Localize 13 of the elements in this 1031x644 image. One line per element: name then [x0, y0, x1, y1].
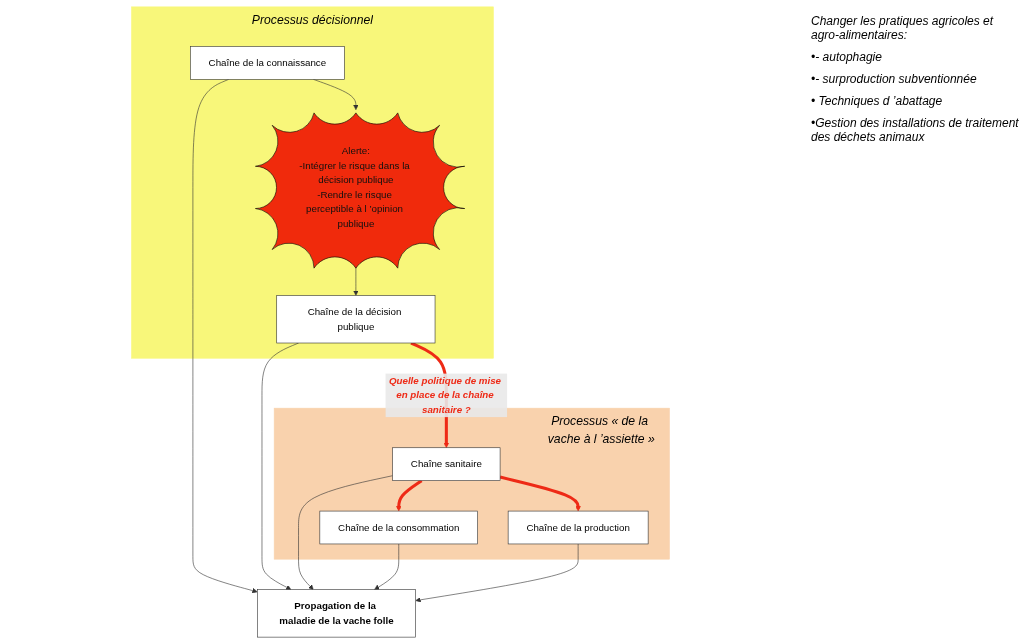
node-box: Chaîne de la décision publique: [276, 295, 436, 344]
arrow: [499, 475, 581, 512]
note-text: •Gestion des installations de traitement des déchets animaux: [811, 116, 1020, 144]
arrow: [396, 479, 423, 512]
node-box: Chaîne de la production: [507, 510, 649, 545]
note-text: •- autophagie: [811, 50, 883, 64]
node-box: Chaîne sanitaire: [392, 447, 501, 481]
note-text: •- surproduction subventionnée: [811, 72, 978, 86]
node-box: Chaîne de la connaissance: [190, 46, 345, 80]
note-text: • Techniques d ’abattage: [811, 94, 944, 108]
note-text: Changer les pratiques agricoles et agro-alimentaires:: [811, 14, 995, 42]
node-box: Propagation de la maladie de la vache folle: [257, 589, 416, 638]
node-box: Chaîne de la consommation: [319, 510, 478, 545]
